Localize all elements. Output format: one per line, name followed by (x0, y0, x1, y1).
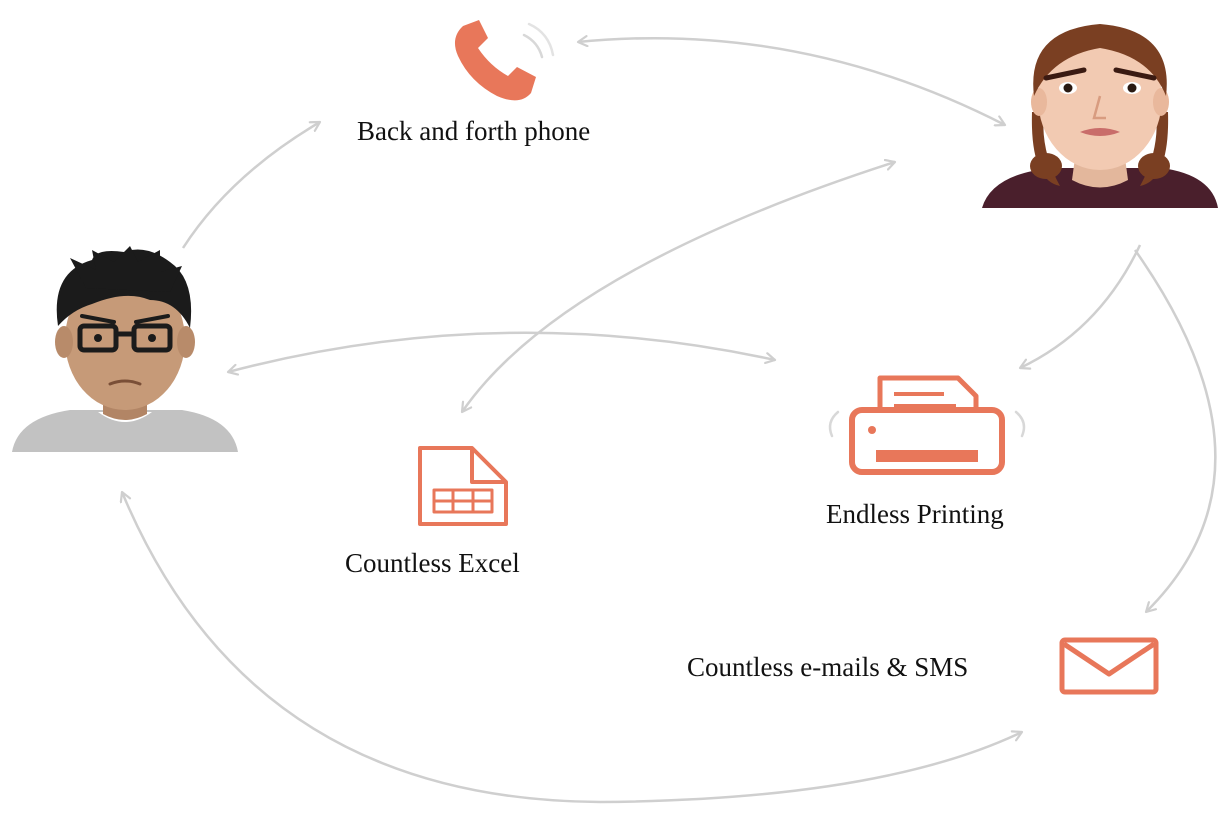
arrow-man-to-phone (181, 122, 320, 249)
arrow-phone-woman (578, 38, 1005, 125)
phone-icon (454, 20, 555, 101)
arrow-man-printer (228, 331, 775, 372)
woman-avatar (982, 24, 1218, 208)
arrow-woman-email (1133, 249, 1217, 612)
arrow-woman-printer (1020, 244, 1142, 368)
printing-label: Endless Printing (826, 499, 1004, 529)
spreadsheet-icon (418, 446, 508, 526)
arrow-woman-excel (462, 162, 895, 412)
man-avatar (12, 246, 238, 452)
email-label: Countless e-mails & SMS (687, 652, 969, 682)
phone-label: Back and forth phone (357, 116, 591, 146)
arrow-man-email (122, 492, 1022, 804)
envelope-icon (1059, 637, 1159, 695)
excel-label: Countless Excel (345, 548, 520, 578)
printer-icon (828, 375, 1026, 475)
